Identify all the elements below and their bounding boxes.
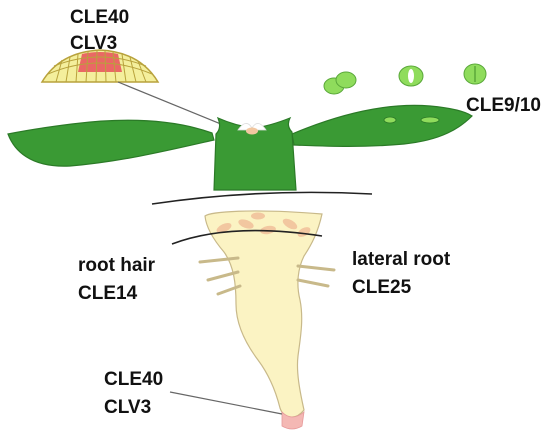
label-root-hair-cle14: CLE14 — [78, 283, 138, 304]
label-root-meristem-cle40: CLE40 — [104, 369, 164, 390]
label-root-hair: root hair — [78, 255, 156, 276]
label-shoot-meristem-cle40: CLE40 — [70, 7, 130, 28]
label-lateral-root: lateral root — [352, 249, 451, 270]
label-shoot-meristem-clv3: CLV3 — [70, 33, 118, 54]
label-lateral-root-cle25: CLE25 — [352, 277, 412, 298]
meristem-inset-icon — [40, 49, 160, 83]
shoot-apex — [237, 123, 267, 135]
label-root-meristem-clv3: CLV3 — [104, 397, 152, 418]
root-hairs — [198, 256, 336, 296]
root-tip — [281, 411, 305, 430]
label-stomata-cle9-10: CLE9/10 — [466, 95, 541, 116]
seedling-shoot — [7, 104, 473, 191]
soil-line-upper — [151, 191, 373, 205]
left-leaf — [7, 119, 215, 167]
stomata-icon — [323, 63, 487, 95]
root-body — [204, 210, 323, 418]
root-tip-pointer — [169, 391, 283, 415]
meristem-pointer — [117, 81, 239, 132]
soil-line-lower — [171, 229, 323, 245]
leaf-stomata — [383, 116, 440, 124]
right-leaf — [291, 104, 473, 147]
